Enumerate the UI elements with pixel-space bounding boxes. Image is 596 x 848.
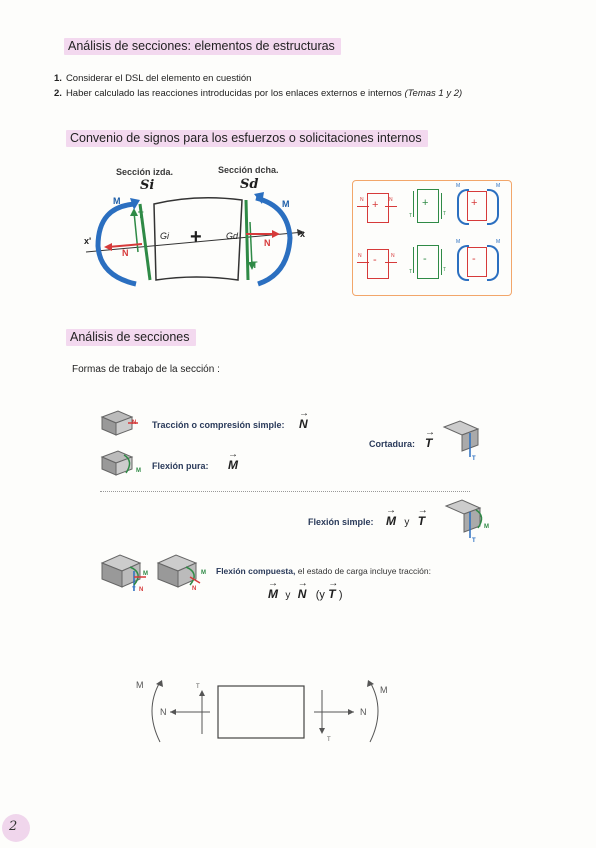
icon-m-label: M <box>201 570 206 576</box>
sign-convention-box: + N N + T T + M M - N N - T T - M M <box>352 180 512 296</box>
right-n-label: N <box>264 238 271 248</box>
icon-m-label: M <box>143 571 148 577</box>
right-t-label: T <box>252 260 258 270</box>
conv-t-label: T <box>443 267 447 273</box>
conv-m-label: M <box>456 239 461 245</box>
gd-label: Gd <box>226 231 239 241</box>
left-section-cut <box>138 203 152 281</box>
sketch-n-left: N <box>160 707 167 717</box>
title-analisis-elementos: Análisis de secciones: elementos de estr… <box>64 38 341 55</box>
right-m-label: M <box>282 199 290 209</box>
compuesta-rest: el estado de carga incluye tracción: <box>297 566 431 576</box>
conv-shear-positive <box>417 189 439 223</box>
page-number: 2 <box>9 819 18 834</box>
left-normal-arrow <box>107 243 143 248</box>
icon-n-label: N <box>139 587 144 593</box>
right-moment-arc <box>255 195 293 287</box>
conv-shear-negative <box>417 245 439 279</box>
beam-bending-icon <box>100 450 134 476</box>
sketch-t-left: T <box>196 684 200 690</box>
conv-moment-negative <box>467 247 487 277</box>
beam-compound-icon-1 <box>100 554 146 591</box>
compuesta-text: Flexión compuesta, el estado de carga in… <box>216 566 431 576</box>
icon-m-label: M <box>136 468 141 474</box>
flexion-pura-label: Flexión pura: <box>152 461 209 471</box>
section-diagram <box>85 192 305 287</box>
cortadura-symbol: T <box>425 427 433 450</box>
conv-sign: + <box>422 197 429 209</box>
beam-traction-icon <box>100 410 138 436</box>
flexion-simple-symbols: M y T <box>386 505 425 528</box>
conv-t-label: T <box>409 213 413 219</box>
right-section-cut <box>244 199 250 281</box>
conv-n-label: N <box>391 253 395 259</box>
icon-t-label: T <box>472 538 476 544</box>
conv-n-label: N <box>389 197 393 203</box>
conv-t-label: T <box>409 269 413 275</box>
beam-simple-bending-icon <box>444 499 483 538</box>
conv-t-label: T <box>443 211 447 217</box>
icon-t-label: T <box>132 587 136 593</box>
icon-n-label: N <box>192 586 197 592</box>
conv-m-label: M <box>496 183 501 189</box>
icon-m-label: M <box>484 524 489 530</box>
left-m-label: M <box>113 196 121 206</box>
gi-label: Gi <box>160 231 169 241</box>
left-section-label: Sección izda. <box>116 167 174 177</box>
list-item-1: 1.Considerar el DSL del elemento en cues… <box>54 73 251 84</box>
list-number: 2. <box>54 88 62 99</box>
page-number-badge <box>2 814 30 842</box>
beam-shear-icon <box>442 420 480 457</box>
conv-sign: + <box>372 199 379 211</box>
conv-m-label: M <box>496 239 501 245</box>
beam-compound-icon-2 <box>156 554 201 588</box>
icon-n-label: N <box>132 420 137 426</box>
sketch-n-right: N <box>360 707 367 717</box>
conv-normal-negative <box>367 249 389 279</box>
sketch-m-left: M <box>136 680 144 690</box>
positive-sign: + <box>190 226 202 248</box>
si-label: Si <box>140 178 155 193</box>
traccion-symbol: N <box>299 408 308 431</box>
compuesta-label: Flexión compuesta, <box>216 566 296 576</box>
list-number: 1. <box>54 73 62 84</box>
conv-sign: - <box>472 253 476 265</box>
x-axis-arrow <box>297 229 304 236</box>
title-analisis-secciones: Análisis de secciones <box>66 329 196 346</box>
list-note: (Temas 1 y 2) <box>404 88 463 99</box>
x-axis-line <box>85 231 305 253</box>
right-section-label: Sección dcha. <box>218 165 279 175</box>
traccion-label: Tracción o compresión simple: <box>152 420 285 430</box>
conv-moment-positive <box>467 191 487 221</box>
conv-sign: - <box>373 254 377 266</box>
right-shear-arrow <box>249 221 253 267</box>
sd-label: Sd <box>240 177 259 192</box>
list-item-2: 2.Haber calculado las reacciones introdu… <box>54 88 462 99</box>
left-n-label: N <box>122 248 129 258</box>
conv-sign: + <box>471 197 478 209</box>
list-text: Haber calculado las reacciones introduci… <box>65 88 402 99</box>
conv-n-label: N <box>360 197 364 203</box>
flexion-pura-symbol: M <box>228 449 238 472</box>
compuesta-symbols: M y N (y T ) <box>268 578 343 601</box>
sketch-m-right: M <box>380 685 388 695</box>
intro-text: Formas de trabajo de la sección : <box>72 364 220 375</box>
conv-m-label: M <box>456 183 461 189</box>
conv-sign: - <box>423 253 427 265</box>
list-text: Considerar el DSL del elemento en cuesti… <box>65 73 252 84</box>
title-convenio-signos: Convenio de signos para los esfuerzos o … <box>66 130 428 147</box>
left-t-label: T <box>138 210 144 220</box>
sketch-t-right: T <box>327 737 331 743</box>
hand-sketch-section <box>151 680 379 743</box>
beam-body <box>153 197 243 281</box>
left-moment-arc <box>95 201 137 287</box>
conv-normal-positive <box>367 193 389 223</box>
divider <box>100 491 470 492</box>
x-label: x <box>300 229 306 239</box>
x-prime-label: x' <box>84 236 92 246</box>
flexion-simple-label: Flexión simple: <box>308 517 374 527</box>
conv-n-label: N <box>358 253 362 259</box>
icon-t-label: T <box>472 456 476 462</box>
cortadura-label: Cortadura: <box>369 439 416 449</box>
